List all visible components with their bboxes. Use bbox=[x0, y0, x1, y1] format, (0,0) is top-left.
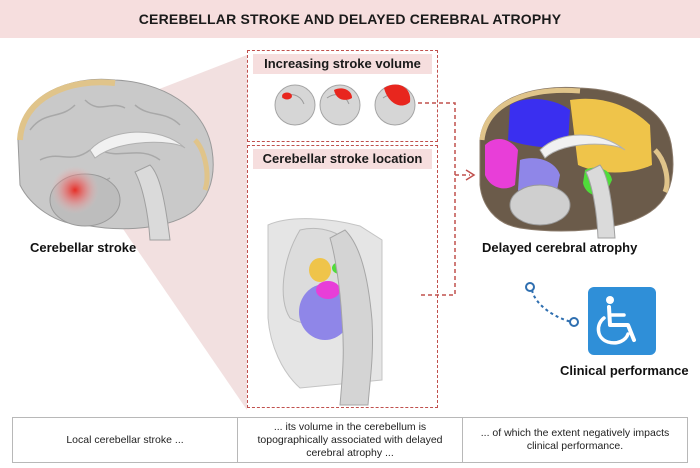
wheelchair-icon bbox=[588, 287, 656, 355]
footer-cell-3: ... of which the extent negatively impac… bbox=[480, 427, 670, 452]
volume-cerebellum-medium bbox=[319, 84, 361, 126]
stroke-lesion bbox=[51, 166, 99, 214]
bracket-connector bbox=[418, 102, 456, 296]
panel-stroke-volume: Increasing stroke volume bbox=[247, 50, 438, 142]
link-start-dot bbox=[525, 282, 535, 292]
panel-stroke-location-title: Cerebellar stroke location bbox=[253, 149, 432, 169]
panel-stroke-location: Cerebellar stroke location bbox=[247, 145, 438, 408]
label-delayed-atrophy: Delayed cerebral atrophy bbox=[482, 240, 638, 255]
brainstem-icon bbox=[329, 229, 374, 406]
label-clinical-performance: Clinical performance bbox=[560, 363, 689, 378]
panel-stroke-volume-title: Increasing stroke volume bbox=[253, 54, 432, 74]
link-end-dot bbox=[569, 317, 579, 327]
brain-sagittal-icon bbox=[17, 78, 214, 241]
footer-cell-2: ... its volume in the cerebellum is topo… bbox=[238, 418, 463, 462]
dotted-link bbox=[531, 289, 573, 323]
brain-atrophy-icon bbox=[479, 86, 674, 239]
volume-cerebellum-large bbox=[374, 84, 416, 126]
summary-footer: Local cerebellar stroke ... ... its volu… bbox=[12, 417, 688, 463]
footer-cell-1: Local cerebellar stroke ... bbox=[13, 418, 238, 462]
label-cerebellar-stroke: Cerebellar stroke bbox=[30, 240, 137, 255]
arrow-head-icon bbox=[465, 169, 476, 181]
page-title: CEREBELLAR STROKE AND DELAYED CEREBRAL A… bbox=[0, 0, 700, 38]
volume-cerebellum-small bbox=[274, 84, 316, 126]
